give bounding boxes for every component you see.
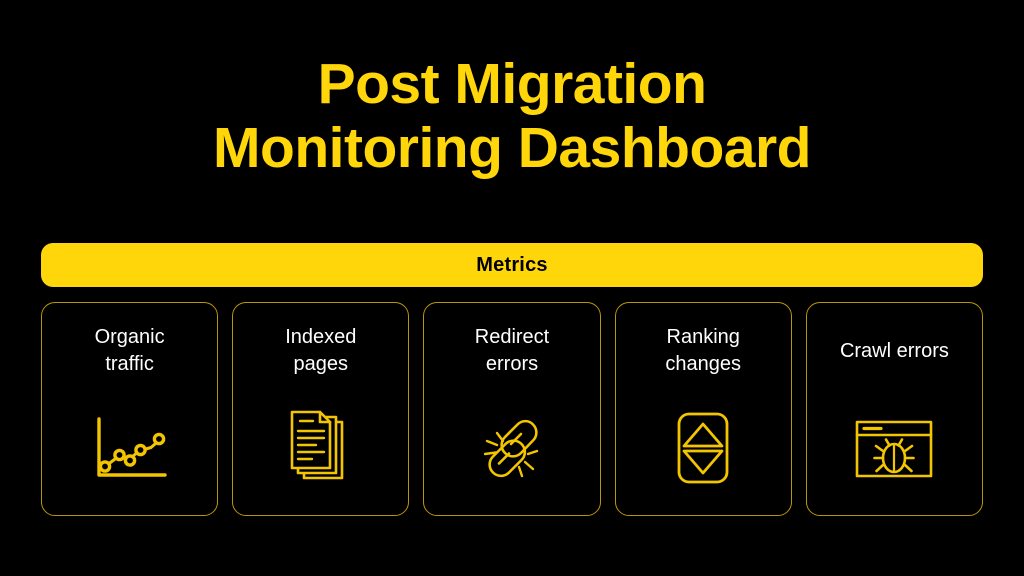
page-title-line-2: Monitoring Dashboard [213, 116, 811, 180]
metric-card-redirect-errors[interactable]: Redirect errors [423, 302, 601, 516]
line-chart-icon [84, 405, 176, 491]
page-title-line-1: Post Migration [317, 52, 707, 116]
metric-card-indexed-pages[interactable]: Indexed pages [232, 302, 410, 516]
metric-card-label: Organic traffic [94, 326, 165, 375]
metrics-banner-label: Metrics [476, 253, 548, 276]
metric-card-label: Crawl errors [839, 340, 949, 362]
metrics-banner: Metrics [41, 243, 983, 287]
metric-card-organic-traffic[interactable]: Organic traffic [41, 302, 219, 516]
metric-card-label: Redirect errors [474, 326, 550, 375]
metric-card-label: Indexed pages [285, 326, 357, 375]
metric-card-crawl-errors[interactable]: Crawl errors [805, 302, 984, 516]
broken-link-icon [466, 405, 558, 491]
up-down-arrows-icon [657, 405, 749, 491]
metric-card-ranking-changes[interactable]: Ranking changes [614, 302, 792, 516]
browser-bug-icon [848, 405, 940, 491]
page-title: Post Migration Monitoring Dashboard [0, 52, 1024, 180]
stacked-documents-icon [275, 405, 367, 491]
metrics-card-row: Organic traffic Indexed pages [41, 302, 984, 516]
metric-card-label: Ranking changes [665, 326, 742, 375]
